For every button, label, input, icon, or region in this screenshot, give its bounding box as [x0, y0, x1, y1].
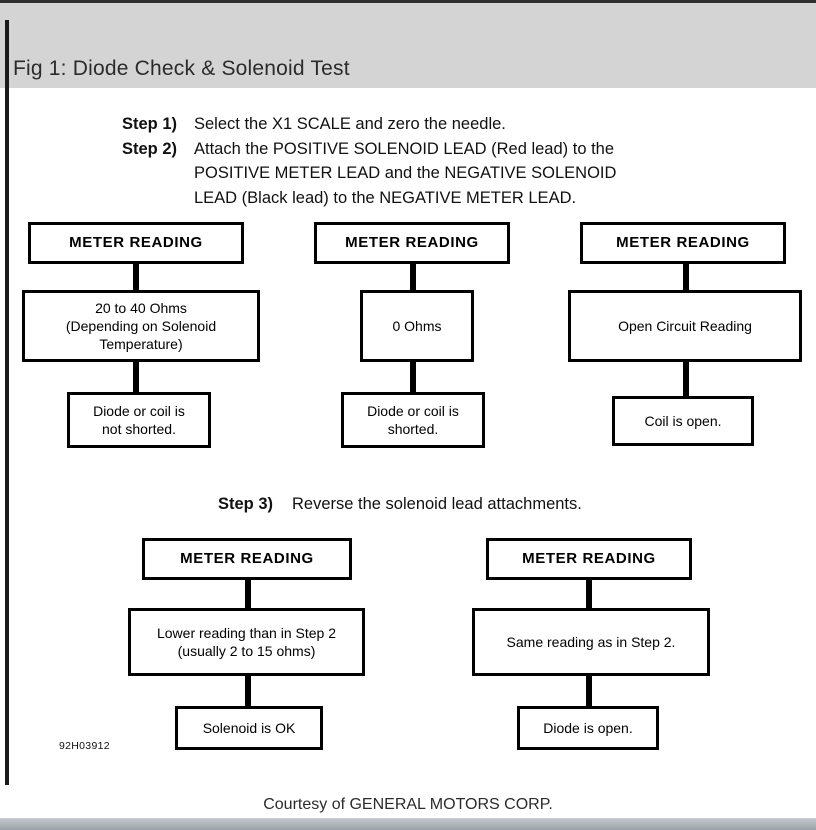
step-3-label: Step 3): [218, 495, 274, 513]
row1-col2-stem-top: [410, 264, 416, 290]
row2-col1-stem-top: [245, 580, 251, 608]
row2-col2-result-box: Diode is open.: [517, 706, 659, 750]
row2-col2-result-text: Diode is open.: [539, 719, 637, 737]
row2-col1-result-box: Solenoid is OK: [175, 706, 323, 750]
row1-col2-stem-bottom: [410, 362, 416, 392]
row2-col1-meter-reading-box: METER READING: [142, 538, 352, 580]
row2-col2-stem-top: [586, 580, 592, 608]
row1-col1-reading-box: 20 to 40 Ohms (Depending on Solenoid Tem…: [22, 290, 260, 362]
row1-col1-meter-reading-label: METER READING: [69, 234, 203, 251]
row1-col3-result-line-1: Coil is open.: [644, 413, 722, 429]
row1-col1-meter-reading-box: METER READING: [28, 222, 244, 264]
row2-col1-reading-line-2: (usually 2 to 15 ohms): [177, 643, 316, 659]
row2-col1-stem-bottom: [245, 676, 251, 706]
step-row-2: Step 2) Attach the POSITIVE SOLENOID LEA…: [122, 137, 742, 211]
row1-col2-reading-box: 0 Ohms: [360, 290, 474, 362]
courtesy-line: Courtesy of GENERAL MOTORS CORP.: [263, 796, 553, 813]
row2-col2-reading-text: Same reading as in Step 2.: [503, 633, 680, 651]
row1-col1-reading-line-2: (Depending on Solenoid: [65, 318, 217, 334]
row1-col3-reading-text: Open Circuit Reading: [614, 317, 756, 335]
top-rule-divider: [0, 0, 816, 3]
step-2-line-1: Attach the POSITIVE SOLENOID LEAD (Red l…: [194, 139, 615, 158]
row2-col1-meter-reading-label: METER READING: [180, 550, 314, 567]
row1-col3-stem-bottom: [683, 362, 689, 396]
step-2-line-2: POSITIVE METER LEAD and the NEGATIVE SOL…: [194, 164, 617, 182]
row1-col2-result-line-1: Diode or coil is: [367, 403, 459, 419]
row2-col1-reading-line-1: Lower reading than in Step 2: [156, 625, 336, 641]
step-2-text: Attach the POSITIVE SOLENOID LEAD (Red l…: [194, 137, 742, 211]
row2-col2-result-line-1: Diode is open.: [543, 720, 633, 736]
row2-col1-result-line-1: Solenoid is OK: [202, 720, 296, 736]
row2-col2-meter-reading-label: METER READING: [522, 550, 656, 567]
row2-col1-result-text: Solenoid is OK: [199, 719, 300, 737]
left-border-rule: [5, 20, 9, 785]
row1-col3-meter-reading-label: METER READING: [616, 234, 750, 251]
row1-col1-result-line-2: not shorted.: [102, 421, 176, 437]
step-row-3: Step 3) Reverse the solenoid lead attach…: [218, 492, 582, 516]
row1-col2-meter-reading-box: METER READING: [314, 222, 510, 264]
row1-col1-reading-line-1: 20 to 40 Ohms: [95, 300, 187, 316]
step-instructions: Step 1) Select the X1 SCALE and zero the…: [122, 112, 742, 210]
step-1-label: Step 1): [122, 115, 178, 133]
row1-col2-meter-reading-label: METER READING: [345, 234, 479, 251]
row1-col2-result-text: Diode or coil is shorted.: [363, 402, 463, 438]
row1-col1-result-text: Diode or coil is not shorted.: [89, 402, 189, 438]
row2-col2-meter-reading-box: METER READING: [486, 538, 692, 580]
row1-col3-reading-box: Open Circuit Reading: [568, 290, 802, 362]
row2-col1-reading-box: Lower reading than in Step 2 (usually 2 …: [128, 608, 365, 676]
step-1-line-1: Select the X1 SCALE and zero the needle.: [194, 115, 506, 133]
row2-col2-reading-box: Same reading as in Step 2.: [472, 608, 710, 676]
row1-col3-result-box: Coil is open.: [612, 396, 754, 446]
row2-col2-reading-line-1: Same reading as in Step 2.: [506, 634, 676, 650]
step-2-label: Step 2): [122, 139, 178, 158]
row1-col2-reading-line-1: 0 Ohms: [392, 318, 442, 334]
row1-col1-stem-bottom: [133, 362, 139, 392]
row1-col1-result-line-1: Diode or coil is: [93, 403, 185, 419]
step-3-text: Reverse the solenoid lead attachments.: [292, 495, 582, 513]
bottom-band: [0, 818, 816, 830]
row1-col1-reading-text: 20 to 40 Ohms (Depending on Solenoid Tem…: [62, 299, 220, 353]
row1-col3-reading-line-1: Open Circuit Reading: [618, 318, 752, 334]
row1-col1-reading-line-3: Temperature): [99, 336, 183, 352]
row1-col2-reading-text: 0 Ohms: [388, 317, 445, 335]
row1-col2-result-line-2: shorted.: [387, 421, 439, 437]
row1-col1-stem-top: [133, 264, 139, 290]
step-1-text: Select the X1 SCALE and zero the needle.: [194, 112, 742, 137]
step-2-line-3: LEAD (Black lead) to the NEGATIVE METER …: [194, 188, 577, 207]
row2-col1-reading-text: Lower reading than in Step 2 (usually 2 …: [153, 624, 340, 660]
figure-id-label: 92H03912: [59, 740, 110, 752]
row1-col2-result-box: Diode or coil is shorted.: [341, 392, 485, 448]
row1-col1-result-box: Diode or coil is not shorted.: [67, 392, 211, 448]
page-title: Fig 1: Diode Check & Solenoid Test: [13, 57, 350, 80]
row1-col3-result-text: Coil is open.: [640, 412, 725, 430]
figure-header-band: [0, 3, 816, 88]
row2-col2-stem-bottom: [586, 676, 592, 706]
row1-col3-meter-reading-box: METER READING: [580, 222, 786, 264]
step-row-1: Step 1) Select the X1 SCALE and zero the…: [122, 112, 742, 137]
row1-col3-stem-top: [683, 264, 689, 290]
